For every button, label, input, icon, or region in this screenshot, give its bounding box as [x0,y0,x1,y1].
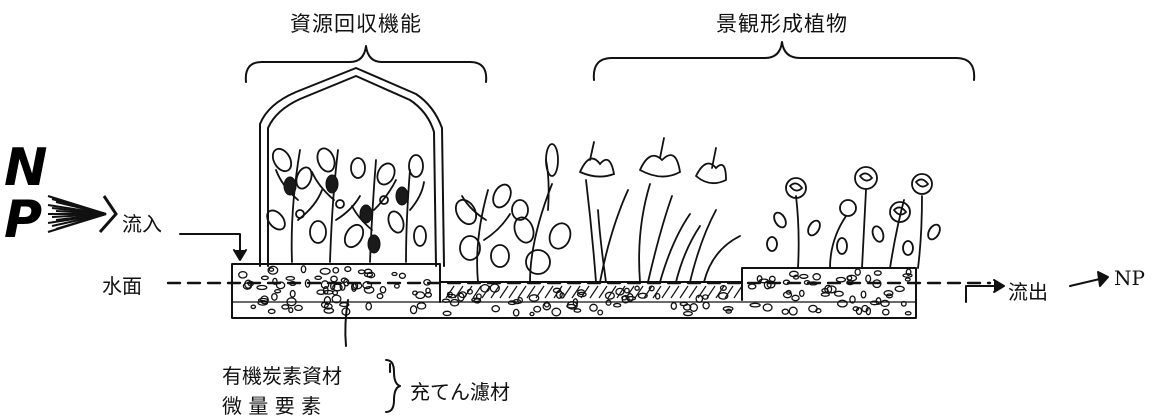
eggplant-fruits [283,174,409,254]
landscape-plants-label: 景観形成植物 [716,12,848,36]
gravel-texture [238,265,913,317]
filter-material-label: 充てん濾材 [410,380,510,404]
inflow-arrow-icon [179,233,241,259]
np-speed-lines [47,195,107,233]
rose-plant-icon [766,166,941,269]
phosphorus-label: P [4,190,43,250]
water-surface-label: 水面 [102,274,142,298]
iris-plant-icon [579,137,741,283]
brace-left [244,45,488,83]
organic-carbon-label: 有機炭素資材 [222,364,342,388]
brace-right [592,41,976,81]
np-output-label: NP [1114,266,1145,290]
resource-recovery-label: 資源回収機能 [290,12,422,36]
outflow-arrow-icon [965,285,1001,303]
trace-elements-label: 微 量 要 素 [222,394,322,418]
inflow-label: 流入 [122,212,162,236]
leafy-plant-icon [454,143,572,283]
greenhouse-icon [259,67,445,267]
np-input-arrow-icon [98,195,118,233]
eggplant-plant-icon [266,147,427,263]
filter-leader-line [344,299,349,347]
nitrogen-label: N [4,138,48,198]
hatch-texture [445,285,743,299]
outflow-label: 流出 [1008,280,1048,304]
